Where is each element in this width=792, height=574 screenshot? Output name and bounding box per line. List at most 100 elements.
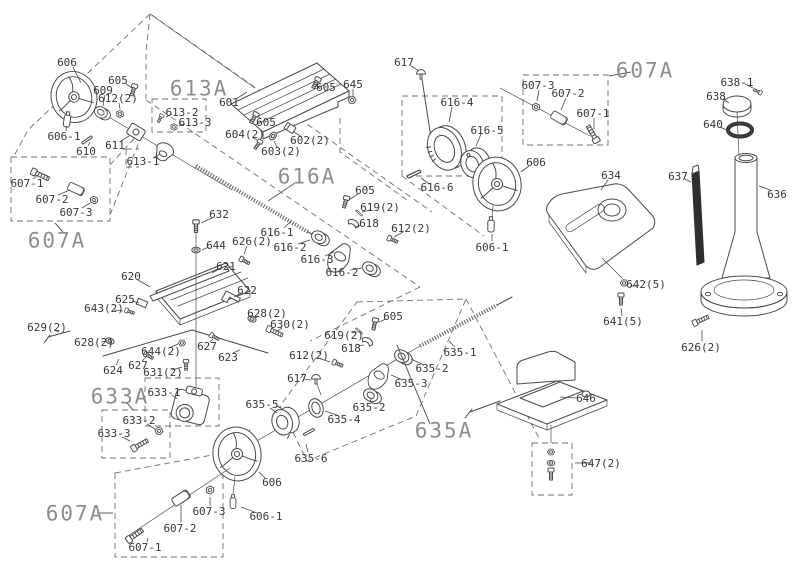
leader-line-622 [233, 292, 242, 298]
part-label-634: 634 [601, 169, 621, 182]
leader-line-616-2-b [349, 267, 363, 271]
leader-line-616-6 [420, 177, 430, 185]
leader-line-609 [102, 94, 106, 107]
part-label-633-1: 633-1 [147, 386, 180, 399]
leader-line-613-3 [178, 123, 186, 127]
part-label-647-2: 647(2) [581, 457, 621, 470]
part-label-631-2: 631(2) [143, 366, 183, 379]
part-label-607-2-c: 607-2 [163, 522, 196, 535]
leader-line-634 [600, 179, 609, 191]
rod-623 [191, 329, 269, 354]
cap-638 [722, 95, 752, 118]
part-label-620: 620 [121, 270, 141, 283]
part-label-602-2: 602(2) [290, 134, 330, 147]
knob-617-top [416, 69, 426, 80]
pin-616-6 [406, 169, 422, 179]
gib-621 [149, 265, 230, 302]
group-box-647 [531, 442, 573, 496]
part-label-616-2-a: 616-2 [273, 241, 306, 254]
part-label-606-b: 606 [262, 476, 282, 489]
column-636 [700, 153, 788, 317]
part-label-645: 645 [343, 78, 363, 91]
leader-line-605-a [125, 83, 133, 89]
leader-line-624 [115, 358, 120, 366]
part-label-626-2-b: 626(2) [681, 341, 721, 354]
part-label-623: 623 [218, 351, 238, 364]
part-label-630-2: 630(2) [270, 318, 310, 331]
leader-line-638-1 [744, 83, 754, 89]
leader-line-618-a [354, 224, 362, 228]
part-label-633-2: 633-2 [122, 414, 155, 427]
screw-605-bottom [369, 316, 380, 331]
part-label-635-3: 635-3 [394, 377, 427, 390]
roller-607-2-left [66, 181, 86, 197]
crank-pin-629 [43, 330, 71, 344]
leader-line-641-5 [620, 307, 623, 317]
leader-line-636 [758, 185, 771, 191]
leader-line-619-2-a [361, 209, 371, 213]
leader-line-604-2 [251, 136, 258, 141]
group-box-616-45 [401, 95, 503, 177]
nut-607-3-bottom [204, 484, 216, 496]
washer-644 [191, 246, 201, 254]
screw-605-mid [340, 194, 351, 210]
part-label-619-2-a: 619(2) [360, 201, 400, 214]
bracket-613-1 [155, 142, 174, 162]
leader-line-627-b [209, 338, 214, 343]
screw-631 [182, 358, 190, 371]
group-box-607a-topright [522, 74, 609, 146]
part-label-628-2-b: 628(2) [247, 307, 287, 320]
nut-633-2 [153, 426, 165, 436]
group-box-607a-left [10, 156, 111, 222]
leader-line-643-2 [113, 309, 124, 312]
nut-612-topleft [114, 109, 126, 119]
handle-grip-606-1-bottom [229, 494, 237, 509]
leader-line-629-2 [53, 329, 60, 333]
leader-line-611 [120, 135, 130, 142]
leader-line-632 [200, 217, 213, 224]
group-pointer-616-45 [401, 175, 485, 237]
leader-line-627-a [141, 356, 147, 362]
screw-638-1 [752, 87, 764, 96]
part-label-603-2: 603(2) [261, 145, 301, 158]
part-label-616-6: 616-6 [420, 181, 453, 194]
part-label-638-1: 638-1 [720, 76, 753, 89]
part-label-607-1-c: 607-1 [128, 541, 161, 554]
part-label-606-1-b: 606-1 [249, 510, 282, 523]
leader-line-610 [87, 141, 91, 147]
part-label-635-6: 635-6 [294, 452, 327, 465]
part-label-606-a: 606 [57, 56, 77, 69]
leader-line-617-b [303, 378, 312, 381]
leader-line-618-b [357, 344, 365, 347]
part-label-635-1: 635-1 [443, 346, 476, 359]
part-label-637: 637 [668, 170, 688, 183]
dashed-616a-right [339, 118, 408, 201]
screw-647 [547, 467, 555, 481]
leadscrew-635-1-tip [496, 296, 513, 306]
grip-link-topright [491, 205, 494, 219]
leader-line-628-2-a [100, 340, 107, 343]
leader-line-628-2-b [254, 315, 260, 319]
part-label-616-3: 616-3 [300, 253, 333, 266]
part-label-635-2-b: 635-2 [352, 401, 385, 414]
part-label-610: 610 [76, 145, 96, 158]
part-label-605-d: 605 [355, 184, 375, 197]
leadscrew-616-1 [194, 164, 310, 234]
pin-stem-617-bottom [316, 383, 322, 396]
vise-646 [464, 350, 608, 431]
block-611 [126, 122, 146, 142]
part-label-605-b: 605 [316, 81, 336, 94]
leader-line-616-5 [475, 133, 482, 147]
part-label-629-2: 629(2) [27, 321, 67, 334]
pin-635-6 [302, 427, 316, 437]
part-label-605-a: 605 [108, 74, 128, 87]
screw-626-a [238, 255, 252, 267]
block-602 [283, 122, 297, 134]
block-625 [135, 297, 149, 309]
handle-grip-606-1-topright [487, 216, 495, 233]
screw-613-2 [155, 112, 165, 124]
centerline-638-640 [736, 111, 740, 156]
leader-line-635-1 [448, 340, 456, 348]
